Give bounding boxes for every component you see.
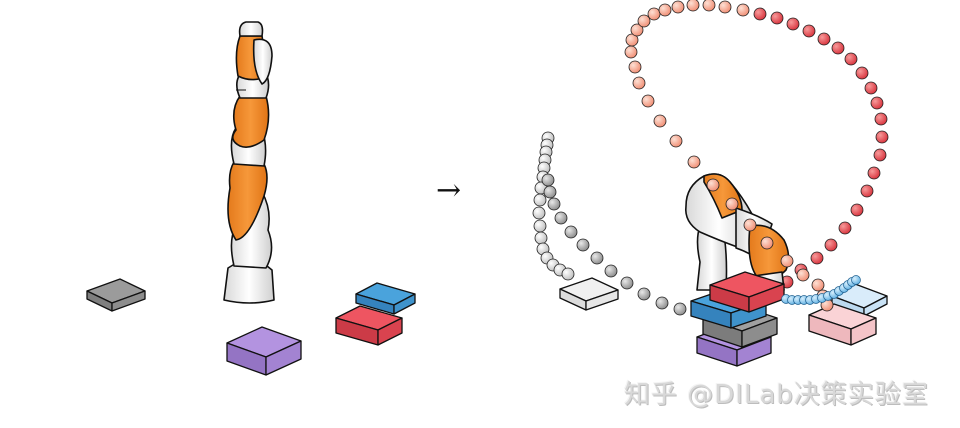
block-gray <box>86 278 146 312</box>
block-red <box>335 305 403 346</box>
left-scene <box>86 21 416 376</box>
block-purple <box>226 326 302 376</box>
watermark: 知乎 @DILab决策实验室 <box>624 380 929 410</box>
trajectory-blue <box>781 275 861 305</box>
right-scene <box>532 0 889 367</box>
block-blue <box>355 282 416 315</box>
ghost-block-light-gray <box>559 277 619 311</box>
trajectory-red-loop <box>624 0 889 289</box>
transition-arrow: → <box>436 173 462 208</box>
stacked-block-red <box>709 271 785 313</box>
trajectory-gray <box>532 131 707 319</box>
robot-arm-upright <box>223 21 275 304</box>
